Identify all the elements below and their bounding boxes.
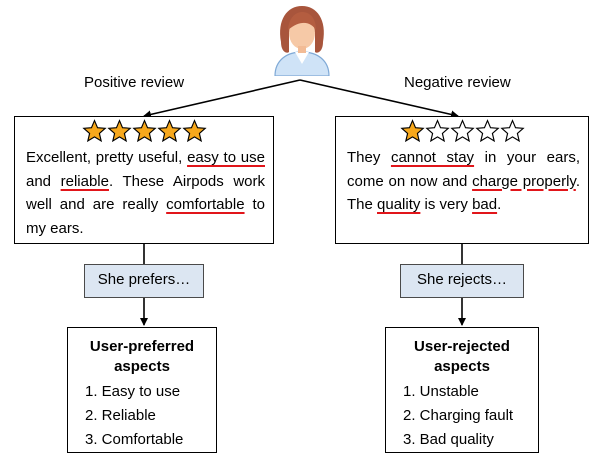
rejected-aspects-title: User-rejected aspects <box>414 338 510 375</box>
negative-review-box: They cannot stay in your ears, come on n… <box>335 116 589 244</box>
aspect-item: 2. Reliable <box>85 407 156 424</box>
highlighted-phrase: comfortable <box>166 196 245 213</box>
star-empty-icon <box>499 119 525 143</box>
rejected-aspects-box: User-rejected aspects 1. Unstable 2. Char… <box>385 327 539 453</box>
star-empty-icon <box>424 119 450 143</box>
review-text-segment: They <box>347 149 391 166</box>
aspect-item: 3. Bad quality <box>403 431 494 448</box>
positive-rating-stars <box>15 119 273 143</box>
rejected-aspects-list: 1. Unstable 2. Charging fault 3. Bad quali… <box>386 380 538 452</box>
review-text-segment: to my ears. <box>26 196 265 237</box>
negative-review-label: Negative review <box>404 74 511 91</box>
highlighted-phrase: quality <box>377 196 421 213</box>
preferred-aspects-box: User-preferred aspects 1. Easy to use 2. … <box>67 327 217 453</box>
star-empty-icon <box>474 119 500 143</box>
highlighted-phrase: bad <box>472 196 498 213</box>
star-filled-icon <box>131 119 157 143</box>
star-filled-icon <box>156 119 182 143</box>
review-text-segment: . The <box>347 172 580 214</box>
woman-avatar-icon <box>274 6 330 76</box>
highlighted-phrase: reliable <box>60 172 109 190</box>
aspect-item: 1. Unstable <box>403 383 479 400</box>
review-text-segment: and <box>26 172 61 190</box>
star-filled-icon <box>81 119 107 143</box>
she-prefers-box: She prefers… <box>84 264 204 298</box>
negative-rating-stars <box>336 119 588 143</box>
she-rejects-box: She rejects… <box>400 264 524 298</box>
highlighted-phrase: cannot stay <box>390 149 475 166</box>
aspect-item: 2. Charging fault <box>403 407 514 424</box>
star-filled-icon <box>399 119 425 143</box>
aspect-item: 3. Comfortable <box>85 431 184 448</box>
review-text-segment: . These Airpods work well and are really <box>26 172 265 214</box>
star-filled-icon <box>106 119 132 143</box>
review-text-segment: is very <box>420 196 473 213</box>
review-text-segment: in your ears, come on now and <box>347 149 580 190</box>
review-text-segment: Excellent, pretty useful, <box>26 149 188 166</box>
preferred-aspects-title: User-preferred aspects <box>89 338 195 375</box>
preferred-aspects-list: 1. Easy to use 2. Reliable 3. Comfortable <box>68 380 216 452</box>
positive-review-box: Excellent, pretty useful, easy to use an… <box>14 116 274 244</box>
positive-review-label: Positive review <box>84 74 185 91</box>
aspect-item: 1. Easy to use <box>85 383 181 400</box>
highlighted-phrase: easy to use <box>187 149 265 166</box>
highlighted-phrase: charge properly <box>472 172 576 190</box>
positive-review-text: Excellent, pretty useful, easy to use an… <box>26 146 265 240</box>
review-text-segment: . <box>497 196 502 213</box>
arrow-to-positive-review <box>143 79 301 119</box>
negative-review-text: They cannot stay in your ears, come on n… <box>347 146 580 217</box>
star-filled-icon <box>181 119 207 143</box>
arrow-to-negative-review <box>299 79 459 119</box>
star-empty-icon <box>449 119 475 143</box>
